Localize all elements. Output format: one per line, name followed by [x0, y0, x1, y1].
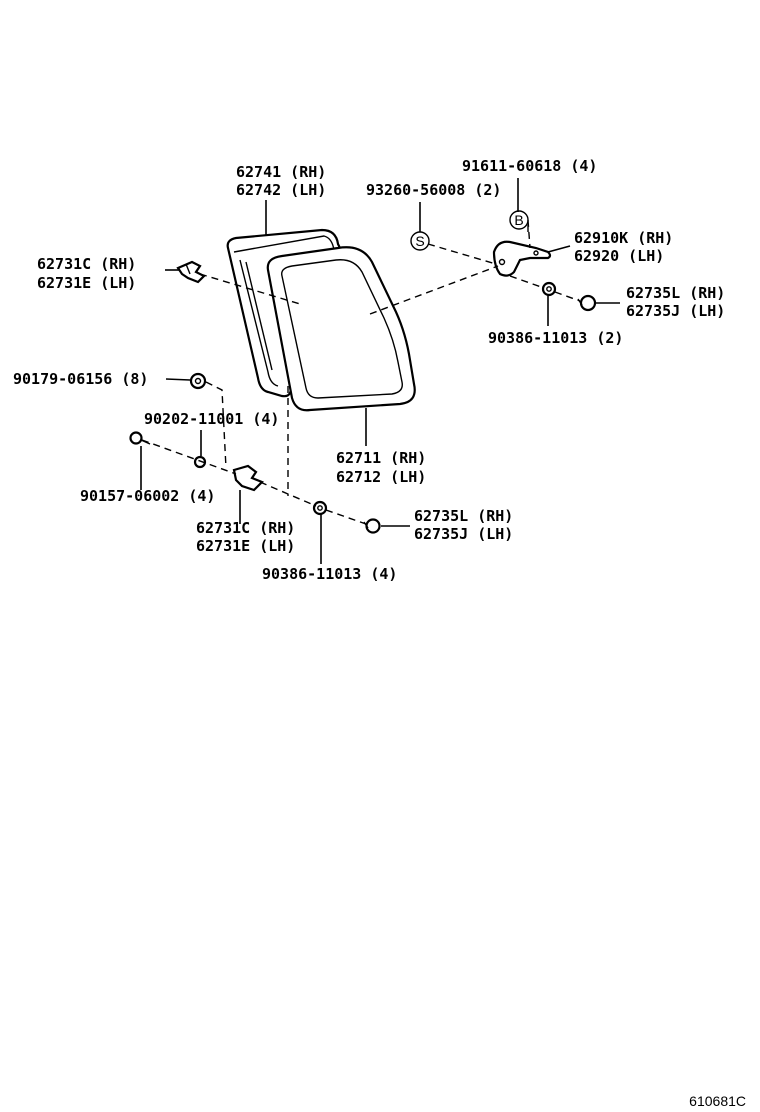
- marker-b: B: [514, 212, 523, 228]
- label-hinge-rh: 62910K (RH): [574, 229, 673, 247]
- label-cover-lower-rh: 62735L (RH): [414, 507, 513, 525]
- label-nut-lower: 90386-11013 (4): [262, 565, 397, 583]
- figure-reference: 610681C: [689, 1093, 746, 1109]
- cover-upper-icon[interactable]: [577, 294, 597, 312]
- cover-lower-icon[interactable]: [363, 518, 381, 534]
- label-clip-lower-lh: 62731E (LH): [196, 537, 295, 555]
- label-cap-s: 93260-56008 (2): [366, 181, 501, 199]
- label-clip-nut: 90179-06156 (8): [13, 370, 148, 388]
- marker-s: S: [415, 233, 424, 249]
- quarter-glass[interactable]: [266, 246, 416, 412]
- label-washer: 90202-11001 (4): [144, 410, 279, 428]
- label-screw-upper: 91611-60618 (4): [462, 157, 597, 175]
- hinge-bracket[interactable]: [492, 240, 552, 277]
- label-glass-lh: 62712 (LH): [336, 468, 426, 486]
- label-weatherstrip-lh: 62742 (LH): [236, 181, 326, 199]
- label-cover-lower-lh: 62735J (LH): [414, 525, 513, 543]
- label-cover-upper-rh: 62735L (RH): [626, 284, 725, 302]
- lower-clip[interactable]: [232, 464, 264, 492]
- label-hinge-lh: 62920 (LH): [574, 247, 664, 265]
- nut-lower-icon[interactable]: [312, 500, 328, 516]
- washer-icon[interactable]: [193, 455, 207, 469]
- leader-lines: [140, 178, 620, 564]
- label-weatherstrip-rh: 62741 (RH): [236, 163, 326, 181]
- assembly-lines: [141, 219, 581, 525]
- label-cover-upper-lh: 62735J (LH): [626, 302, 725, 320]
- nut-upper-icon[interactable]: [541, 281, 557, 297]
- label-clip-upper-rh: 62731C (RH): [37, 255, 136, 273]
- label-clip-lower-rh: 62731C (RH): [196, 519, 295, 537]
- clip-nut-icon[interactable]: [189, 372, 207, 390]
- label-clip-upper-lh: 62731E (LH): [37, 274, 136, 292]
- label-bolt: 90157-06002 (4): [80, 487, 215, 505]
- upper-clip[interactable]: [176, 260, 206, 284]
- label-glass-rh: 62711 (RH): [336, 449, 426, 467]
- label-nut-upper: 90386-11013 (2): [488, 329, 623, 347]
